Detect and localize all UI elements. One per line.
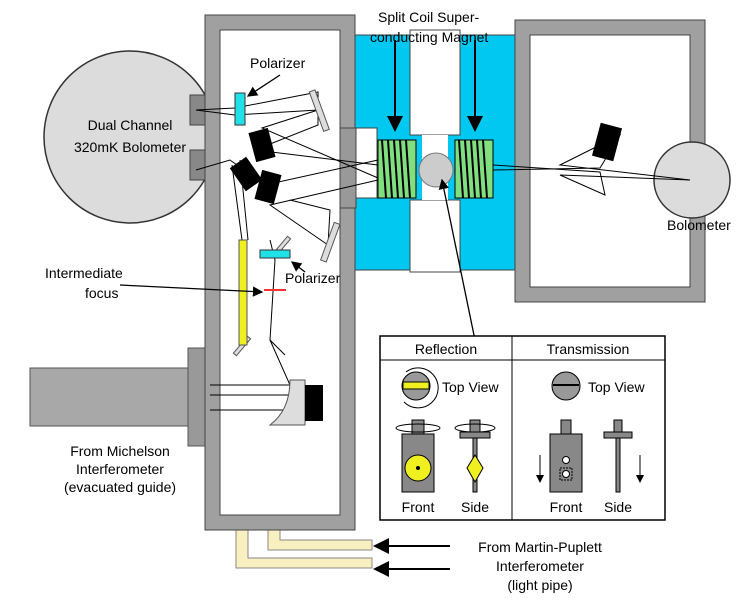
- reflection-title: Reflection: [415, 341, 477, 357]
- magnet-coils: [377, 139, 494, 199]
- transmission-front-label: Front: [550, 499, 583, 515]
- polarizer-label: Polarizer: [285, 270, 341, 286]
- reflection-side-label: Side: [461, 499, 489, 515]
- dual-bolometer-label: Dual Channel: [88, 117, 173, 133]
- polarizer-top: [234, 92, 246, 126]
- intermediate-focus-label: Intermediate: [45, 265, 123, 281]
- polarizer-bottom: [259, 249, 291, 259]
- michelson-guide: [29, 347, 219, 447]
- polarizer-label: Polarizer: [250, 55, 306, 71]
- michelson-label: (evacuated guide): [64, 479, 176, 495]
- svg-text:Top View: Top View: [442, 379, 499, 395]
- sample-mode-inset: Reflection Transmission Top View Front S…: [379, 335, 666, 521]
- callout-arrows: [119, 40, 483, 577]
- transmission-title: Transmission: [547, 341, 630, 357]
- martin-puplett-label: Interferometer: [496, 558, 584, 574]
- reflection-front-label: Front: [402, 499, 435, 515]
- sample-holder: [418, 152, 454, 188]
- michelson-label: Interferometer: [76, 461, 164, 477]
- bolometer-sphere: [653, 141, 731, 219]
- bolometer-housing: [514, 19, 706, 303]
- magnet-label: Split Coil Super-: [378, 9, 479, 25]
- martin-puplett-label: (light pipe): [507, 577, 572, 593]
- dual-bolometer-label: 320mK Bolometer: [74, 139, 186, 155]
- magnet-label: conducting Magnet: [370, 29, 488, 45]
- transmission-side-label: Side: [604, 499, 632, 515]
- yellow-light-cone: [238, 239, 248, 346]
- intermediate-focus-label: focus: [85, 285, 118, 301]
- transmission-front-icon: [562, 456, 570, 464]
- rotate-arrow-icon: [395, 423, 441, 433]
- svg-text:Top View: Top View: [588, 379, 645, 395]
- reflection-side-icon: [466, 454, 484, 484]
- detector-blocks: [229, 122, 623, 421]
- michelson-label: From Michelson: [70, 443, 170, 459]
- dual-channel-bolometer: [43, 50, 217, 224]
- martin-puplett-label: From Martin-Puplett: [478, 539, 602, 555]
- bolometer-label: Bolometer: [667, 217, 731, 233]
- transmission-side-icon: [615, 437, 621, 493]
- rotate-arrow-icon: [403, 367, 439, 409]
